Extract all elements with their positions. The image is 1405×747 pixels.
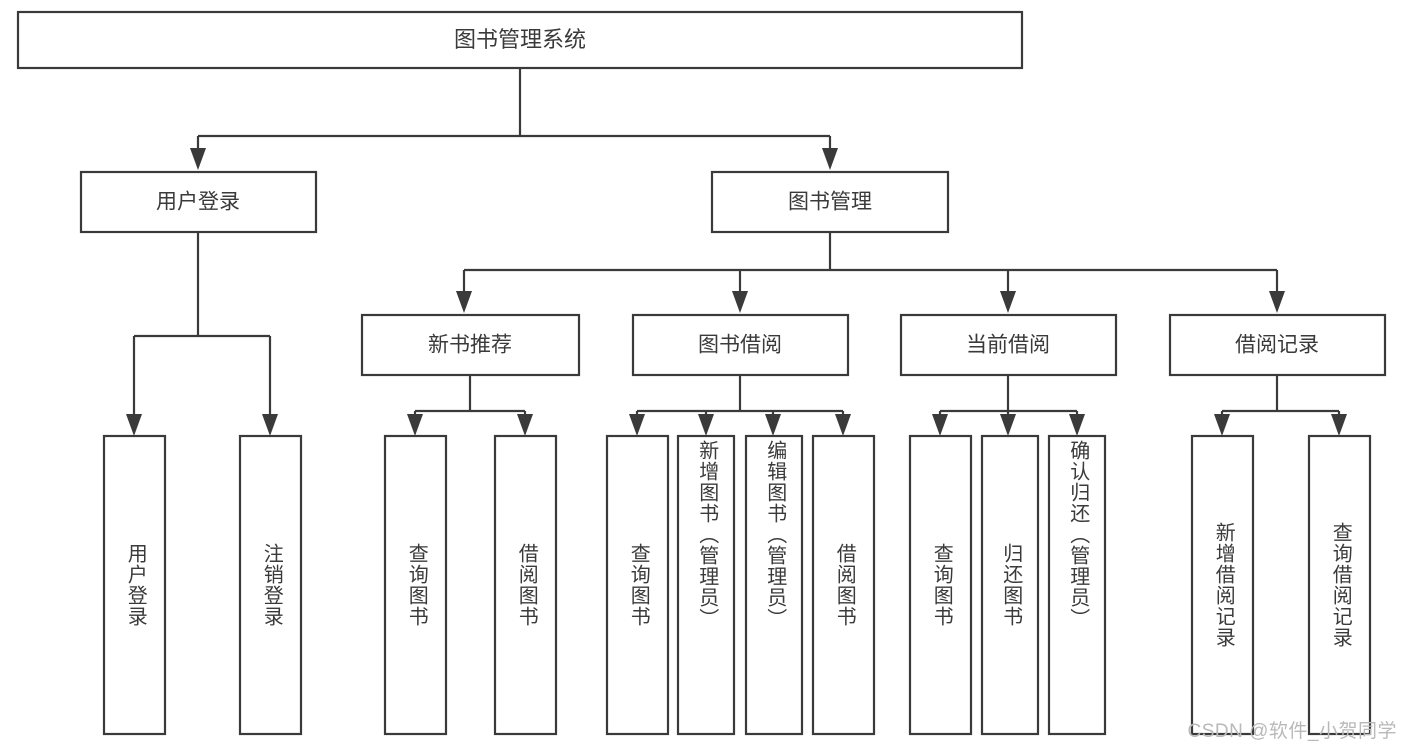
edge-book-manage-to-level3 bbox=[456, 232, 1285, 313]
node-user-login-box[interactable] bbox=[79, 170, 318, 234]
edge-root-to-level2 bbox=[190, 68, 838, 170]
edge-new-book-rec-to-leaves bbox=[407, 375, 533, 436]
leaf-box-new-book-rec-1[interactable] bbox=[493, 434, 558, 736]
edge-current-borrow-to-leaves bbox=[932, 375, 1085, 436]
node-user-login[interactable]: 用户登录 bbox=[79, 170, 318, 234]
node-borrow-record-label: 借阅记录 bbox=[1235, 334, 1319, 357]
leaf-box-user-login-0[interactable] bbox=[102, 434, 167, 736]
node-current-borrow-box[interactable] bbox=[899, 313, 1118, 377]
leaf-box-new-book-rec-0[interactable] bbox=[383, 434, 448, 736]
node-book-borrow[interactable]: 图书借阅 bbox=[631, 313, 850, 377]
node-user-login-label: 用户登录 bbox=[156, 191, 240, 214]
node-root[interactable]: 图书管理系统 bbox=[16, 10, 1024, 70]
leaf-box-borrow-record-1[interactable] bbox=[1307, 434, 1372, 736]
node-current-borrow-label: 当前借阅 bbox=[966, 334, 1050, 357]
leaf-box-book-borrow-3[interactable] bbox=[811, 434, 876, 736]
edge-borrow-record-to-leaves bbox=[1214, 375, 1347, 436]
node-new-book-rec[interactable]: 新书推荐 bbox=[360, 313, 581, 377]
edge-book-borrow-to-leaves bbox=[629, 375, 851, 436]
node-new-book-rec-box[interactable] bbox=[360, 313, 581, 377]
leaf-box-current-borrow-0[interactable] bbox=[908, 434, 973, 736]
node-root-box[interactable] bbox=[16, 10, 1024, 70]
node-book-borrow-label: 图书借阅 bbox=[698, 334, 782, 357]
arrow-to-book-manage bbox=[822, 148, 838, 170]
leaf-box-current-borrow-1[interactable] bbox=[980, 434, 1040, 736]
leaf-box-borrow-record-0[interactable] bbox=[1190, 434, 1255, 736]
leaf-box-current-borrow-2[interactable] bbox=[1047, 434, 1107, 736]
watermark-text: CSDN @软件_小贺同学 bbox=[1187, 721, 1397, 742]
node-book-manage-label: 图书管理 bbox=[788, 191, 872, 214]
node-root-label: 图书管理系统 bbox=[454, 27, 586, 52]
leaf-box-book-borrow-0[interactable] bbox=[605, 434, 670, 736]
node-current-borrow[interactable]: 当前借阅 bbox=[899, 313, 1118, 377]
leaf-box-book-borrow-1[interactable] bbox=[676, 434, 736, 736]
node-book-manage[interactable]: 图书管理 bbox=[710, 170, 950, 234]
node-borrow-record[interactable]: 借阅记录 bbox=[1168, 313, 1387, 377]
node-new-book-rec-label: 新书推荐 bbox=[428, 334, 512, 357]
arrow-to-user-login bbox=[190, 148, 206, 170]
leaf-box-book-borrow-2[interactable] bbox=[744, 434, 804, 736]
leaf-box-user-login-1[interactable] bbox=[238, 434, 303, 736]
edge-user-login-to-leaves bbox=[126, 232, 278, 436]
